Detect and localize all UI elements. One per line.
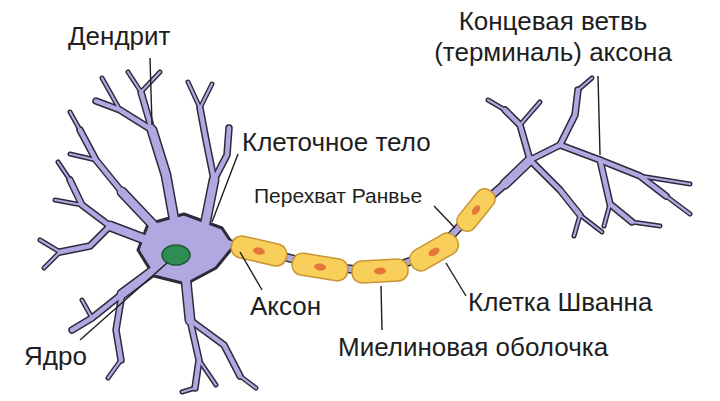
schwann-cell — [406, 229, 462, 274]
cell-body-fill — [143, 219, 228, 279]
neuron-fill — [40, 72, 690, 392]
nucleus — [162, 245, 190, 265]
part-label: Миелиновая оболочка — [338, 333, 608, 363]
part-label: Перехват Ранвье — [254, 184, 422, 208]
schwann-cell — [453, 185, 499, 235]
part-label: Клетка Шванна — [468, 288, 652, 318]
part-label: Ядро — [24, 342, 87, 372]
schwann-cell — [291, 252, 350, 282]
schwann-cell — [229, 234, 289, 268]
part-label: Аксон — [250, 292, 321, 322]
part-label: Клеточное тело — [242, 128, 431, 158]
schwann-cell — [351, 259, 408, 284]
part-label: Дендрит — [68, 22, 171, 52]
part-label: Концевая ветвь (терминаль) аксона — [403, 6, 703, 68]
neuron-outline — [40, 72, 690, 392]
